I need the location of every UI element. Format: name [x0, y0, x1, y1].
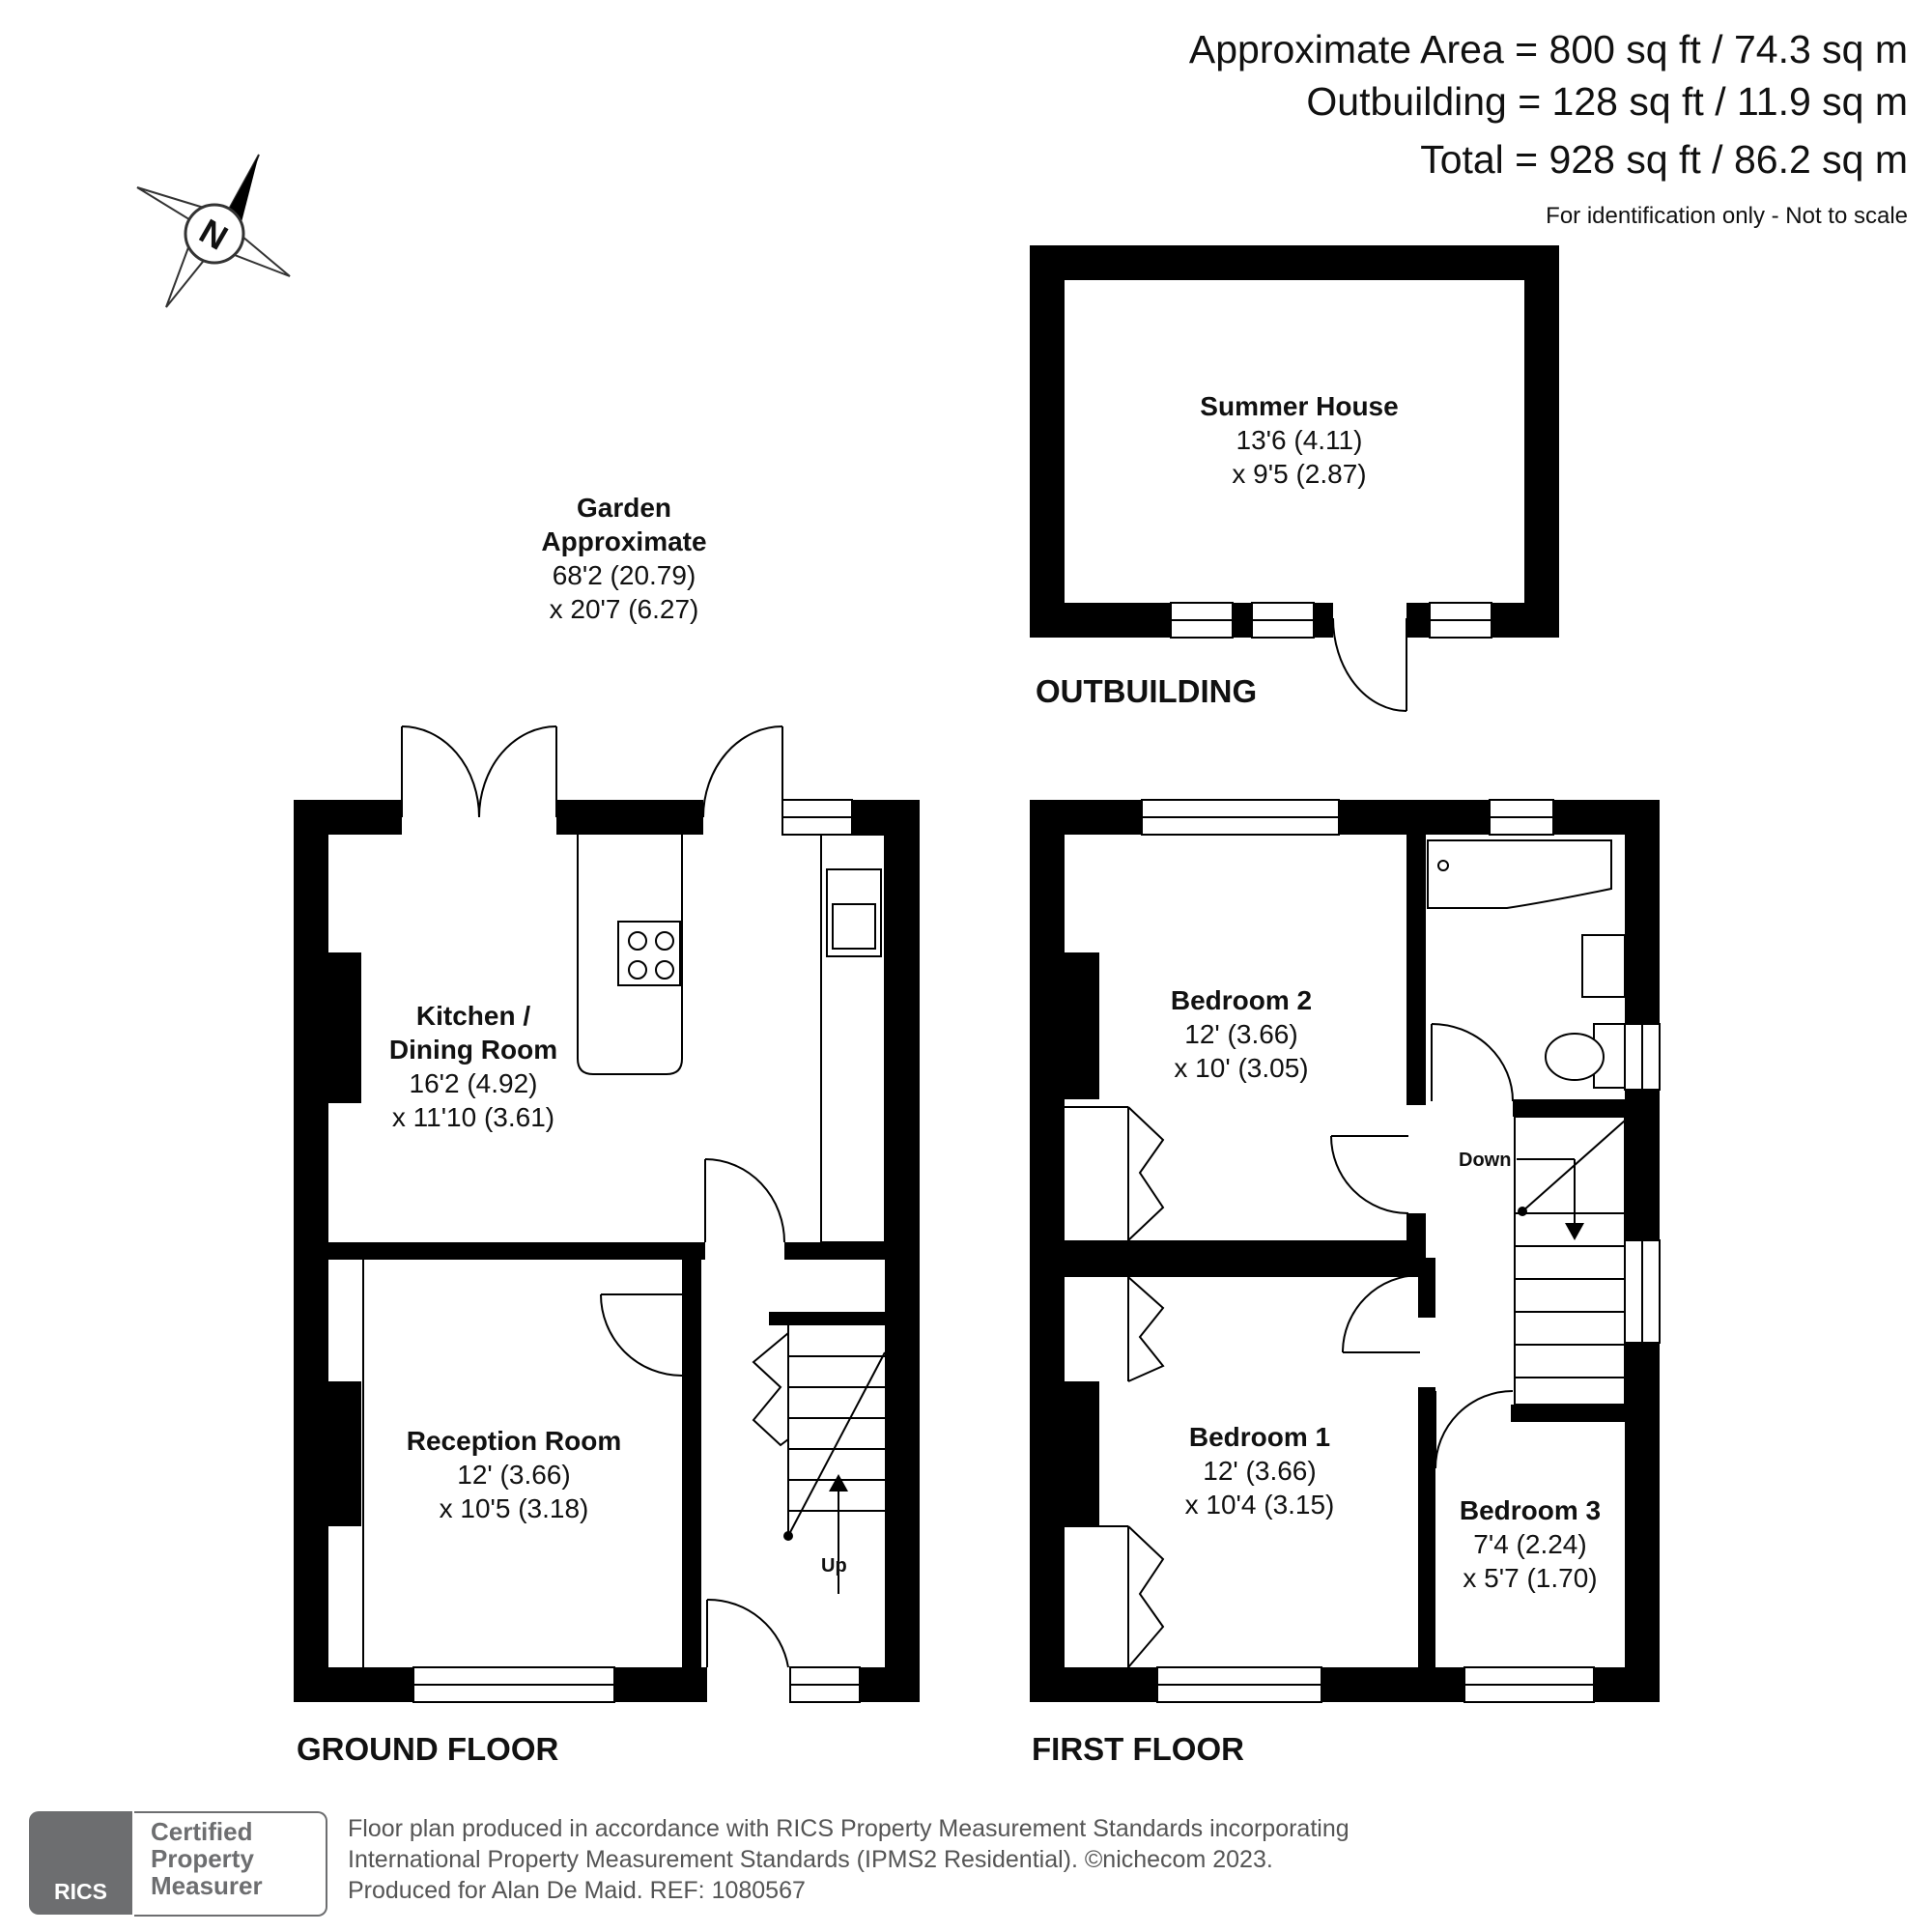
outbuilding-title: OUTBUILDING: [1036, 673, 1258, 709]
compass-icon: [136, 154, 291, 308]
ground-stairs: [783, 1325, 886, 1594]
first-floor-title: FIRST FLOOR: [1032, 1731, 1244, 1767]
total-area-text: Total = 928 sq ft / 86.2 sq m: [1420, 137, 1908, 182]
certified-measurer-text: Certified Property Measurer: [151, 1818, 263, 1899]
scale-note: For identification only - Not to scale: [1546, 203, 1908, 229]
cert-line-2: Property: [151, 1844, 254, 1873]
garden-label: Garden Approximate 68'2 (20.79) x 20'7 (…: [541, 491, 706, 626]
summer-house-dim-2: x 9'5 (2.87): [1232, 459, 1367, 489]
first-floor-stairs: [1514, 1116, 1626, 1406]
bedroom-1-name: Bedroom 1: [1188, 1422, 1331, 1452]
kitchen-name-1: Kitchen /: [415, 1001, 531, 1031]
garden-name-2: Approximate: [541, 526, 707, 556]
bedroom-2-dim-1: 12' (3.66): [1184, 1019, 1298, 1049]
rics-logo: [29, 1811, 132, 1915]
stairs-down-label: Down: [1459, 1150, 1512, 1171]
bedroom-1-label: Bedroom 1 12' (3.66) x 10'4 (3.15): [1185, 1420, 1335, 1521]
reception-room-dim-1: 12' (3.66): [457, 1460, 571, 1490]
reception-room-label: Reception Room 12' (3.66) x 10'5 (3.18): [407, 1424, 621, 1525]
stairs-up-label: Up: [821, 1555, 847, 1577]
bedroom-3-label: Bedroom 3 7'4 (2.24) x 5'7 (1.70): [1460, 1493, 1601, 1595]
bedroom-2-name: Bedroom 2: [1170, 985, 1313, 1015]
bedroom-3-dim-2: x 5'7 (1.70): [1463, 1563, 1598, 1593]
certified-measurer-badge: [134, 1811, 327, 1917]
kitchen-dim-1: 16'2 (4.92): [409, 1068, 538, 1098]
approximate-area-text: Approximate Area = 800 sq ft / 74.3 sq m: [1188, 27, 1908, 71]
outbuilding-area-text: Outbuilding = 128 sq ft / 11.9 sq m: [1306, 79, 1908, 124]
bedroom-2-label: Bedroom 2 12' (3.66) x 10' (3.05): [1171, 983, 1312, 1085]
bedroom-1-dim-1: 12' (3.66): [1203, 1456, 1317, 1486]
footer-notes: Floor plan produced in accordance with R…: [348, 1813, 1350, 1906]
cert-line-1: Certified: [151, 1817, 253, 1846]
bedroom-2-dim-2: x 10' (3.05): [1174, 1053, 1309, 1083]
reception-room-dim-2: x 10'5 (3.18): [439, 1493, 589, 1523]
bedroom-3-dim-1: 7'4 (2.24): [1473, 1529, 1587, 1559]
bedroom-1-dim-2: x 10'4 (3.15): [1184, 1490, 1335, 1520]
summer-house-label: Summer House 13'6 (4.11) x 9'5 (2.87): [1200, 389, 1398, 491]
kitchen-name-2: Dining Room: [388, 1035, 558, 1065]
garden-dim-1: 68'2 (20.79): [552, 560, 696, 590]
garden-name-1: Garden: [576, 493, 672, 523]
kitchen-dim-2: x 11'10 (3.61): [391, 1102, 555, 1132]
footer-line-3: Produced for Alan De Maid. REF: 1080567: [348, 1877, 806, 1904]
summer-house-name: Summer House: [1200, 391, 1399, 421]
first-floor-walls: [1030, 799, 1661, 1703]
ground-floor-walls: [294, 725, 920, 1703]
kitchen-label: Kitchen / Dining Room 16'2 (4.92) x 11'1…: [389, 999, 557, 1134]
reception-room-name: Reception Room: [406, 1426, 622, 1456]
footer-line-2: International Property Measurement Stand…: [348, 1846, 1273, 1873]
ground-floor-title: GROUND FLOOR: [297, 1731, 559, 1767]
summer-house-dim-1: 13'6 (4.11): [1236, 425, 1363, 455]
rics-logo-text: RICS: [54, 1879, 107, 1904]
outbuilding-walls: [1030, 245, 1559, 712]
garden-dim-2: x 20'7 (6.27): [549, 594, 699, 624]
cert-line-3: Measurer: [151, 1871, 263, 1900]
footer-line-1: Floor plan produced in accordance with R…: [348, 1815, 1350, 1842]
bedroom-3-name: Bedroom 3: [1459, 1495, 1602, 1525]
